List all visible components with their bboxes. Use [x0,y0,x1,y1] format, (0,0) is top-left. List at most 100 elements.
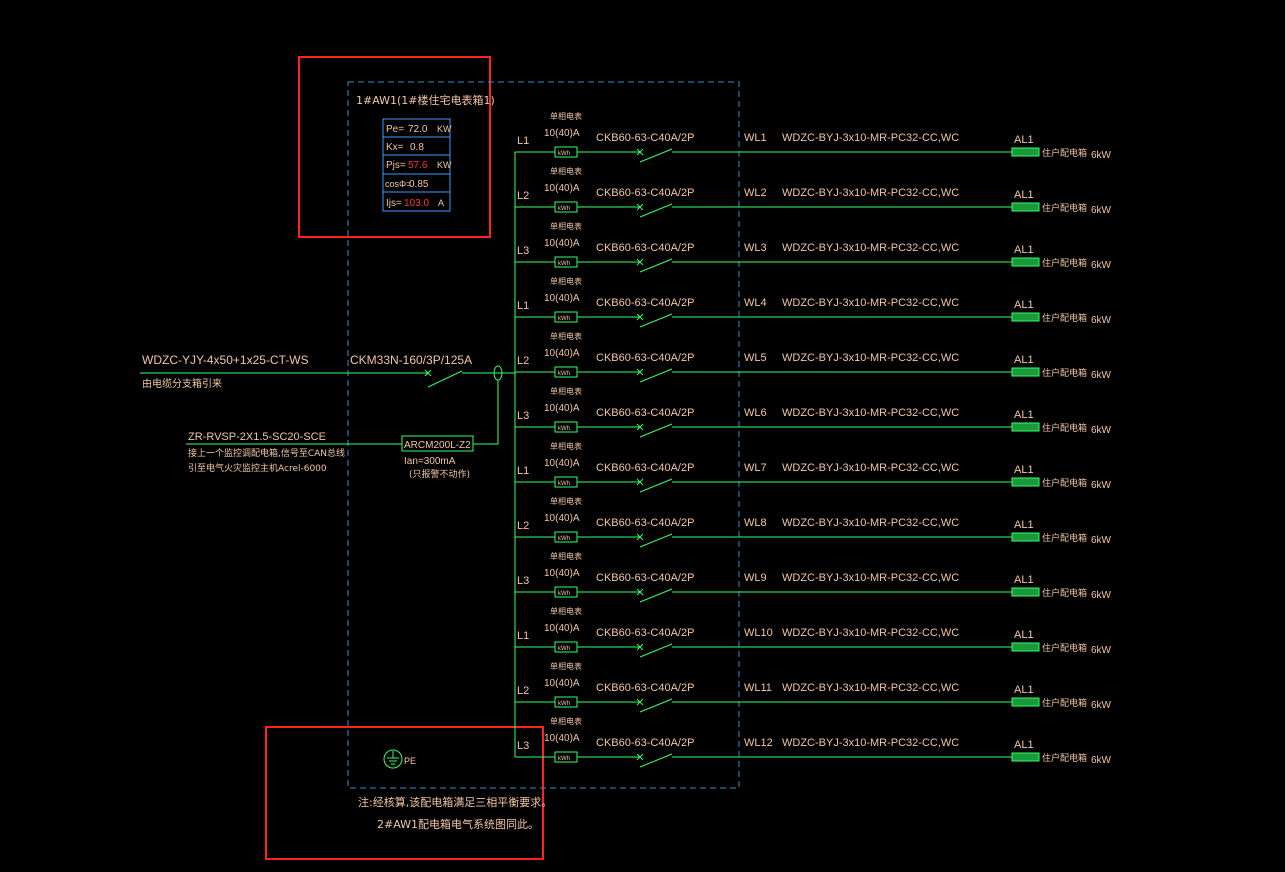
load-box [1011,367,1040,377]
meter-rating: 10(40)A [544,348,580,359]
meter-label: 单相电表 [550,661,582,671]
load-id: AL1 [1014,574,1034,586]
load-power: 6kW [1091,370,1112,381]
load-name: 住户配电箱 [1042,697,1087,709]
load-id: AL1 [1014,244,1034,256]
meter-label: 单相电表 [550,551,582,561]
breaker-cross-b [636,148,644,156]
load-box [1011,697,1040,707]
breaker-label: CKB60-63-C40A/2P [596,352,694,364]
meter-rating: 10(40)A [544,458,580,469]
rcm-device-box [401,435,474,452]
breaker-blade [639,698,673,713]
meter-box-label: kWh [558,756,570,762]
load-box [1011,752,1040,762]
phase-label: L1 [517,465,529,477]
breaker-label: CKB60-63-C40A/2P [596,572,694,584]
breaker-label: CKB60-63-C40A/2P [596,297,694,309]
note-line-1: 注:经核算,该配电箱满足三相平衡要求。 [358,795,552,809]
phase-label: L2 [517,685,529,697]
circuit-cable: WDZC-BYJ-3x10-MR-PC32-CC,WC [782,132,959,144]
breaker-cross-b [636,368,644,376]
param-value-cos: 0.85 [409,179,429,190]
meter-rating: 10(40)A [544,183,580,194]
breaker-cross-b [636,258,644,266]
meter-box-label: kWh [558,536,570,542]
phase-label: L1 [517,300,529,312]
load-name: 住户配电箱 [1042,367,1087,379]
param-value-kx: 0.8 [410,142,424,153]
meter-rating: 10(40)A [544,568,580,579]
load-box [1011,147,1040,157]
circuit-cable: WDZC-BYJ-3x10-MR-PC32-CC,WC [782,572,959,584]
meter-rating: 10(40)A [544,678,580,689]
circuit-id: WL3 [744,242,767,254]
load-id: AL1 [1014,409,1034,421]
circuit-id: WL10 [744,627,773,639]
load-id: AL1 [1014,519,1034,531]
param-unit-pjs: KW [437,160,452,170]
meter-label: 单相电表 [550,386,582,396]
meter-box-label: kWh [558,646,570,652]
breaker-cross-b [636,533,644,541]
load-power: 6kW [1091,315,1112,326]
breaker-blade [639,423,673,438]
breaker-cross-b [636,478,644,486]
load-name: 住户配电箱 [1042,587,1087,599]
incoming-cable-label: WDZC-YJY-4x50+1x25-CT-WS [142,353,309,367]
meter-box-label: kWh [558,701,570,707]
pe-label: PE [404,756,416,766]
circuit-id: WL4 [744,297,767,309]
phase-label: L2 [517,520,529,532]
phase-label: L2 [517,190,529,202]
breaker-blade [639,588,673,603]
breaker-label: CKB60-63-C40A/2P [596,627,694,639]
load-name: 住户配电箱 [1042,147,1087,159]
load-box [1011,312,1040,322]
phase-label: L3 [517,740,529,752]
meter-label: 单相电表 [550,441,582,451]
circuit-id: WL5 [744,352,767,364]
breaker-cross-b [636,643,644,651]
load-power: 6kW [1091,480,1112,491]
meter-box-label: kWh [558,206,570,212]
param-value-pjs: 57.6 [408,160,428,171]
breaker-label: CKB60-63-C40A/2P [596,737,694,749]
param-value-pe: 72.0 [408,124,428,135]
breaker-blade [639,533,673,548]
load-name: 住户配电箱 [1042,312,1087,324]
circuit-id: WL6 [744,407,767,419]
load-power: 6kW [1091,590,1112,601]
panel-enclosure [347,81,740,789]
phase-label: L3 [517,575,529,587]
meter-rating: 10(40)A [544,293,580,304]
load-box [1011,422,1040,432]
load-id: AL1 [1014,629,1034,641]
phase-label: L1 [517,135,529,147]
load-id: AL1 [1014,464,1034,476]
meter-rating: 10(40)A [544,403,580,414]
load-calc-table: Pe= 72.0 KW Kx= 0.8 Pjs= 57.6 KW cosΦ= 0… [382,118,452,212]
monitoring-note-2: 引至电气火灾监控主机Acrel-6000 [188,462,327,474]
circuit-cable: WDZC-BYJ-3x10-MR-PC32-CC,WC [782,187,959,199]
load-id: AL1 [1014,299,1034,311]
circuit-cable: WDZC-BYJ-3x10-MR-PC32-CC,WC [782,682,959,694]
circuit-id: WL1 [744,132,767,144]
load-id: AL1 [1014,684,1034,696]
meter-label: 单相电表 [550,716,582,726]
param-label-kx: Kx= [386,142,404,153]
load-name: 住户配电箱 [1042,532,1087,544]
breaker-blade [639,148,673,163]
incoming-source-label: 由电缆分支箱引来 [142,377,222,390]
meter-label: 单相电表 [550,606,582,616]
load-power: 6kW [1091,205,1112,216]
meter-label: 单相电表 [550,166,582,176]
load-power: 6kW [1091,700,1112,711]
param-value-ijs: 103.0 [404,198,429,209]
breaker-blade [639,258,673,273]
